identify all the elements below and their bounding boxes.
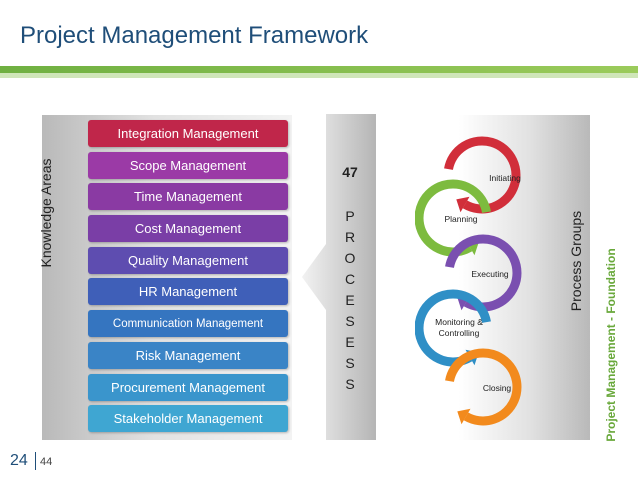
process-count: 47: [342, 164, 358, 180]
process-letter: E: [345, 334, 355, 350]
brand-text: Project Management - Foundation: [604, 248, 618, 442]
process-group-label: Closing: [483, 383, 512, 393]
header-bar: [0, 66, 638, 73]
knowledge-area-item: Scope Management: [88, 151, 288, 179]
knowledge-area-item: Stakeholder Management: [88, 405, 288, 433]
process-group-label: Executing: [471, 269, 509, 279]
knowledge-area-item: Integration Management: [88, 120, 288, 147]
process-letter: S: [345, 313, 355, 329]
process-letter: S: [345, 355, 355, 371]
header-bar-light: [0, 73, 638, 78]
process-letter: P: [345, 208, 355, 224]
processes-chevron: [302, 114, 376, 440]
footer-divider: [35, 452, 36, 470]
slide-title: Project Management Framework: [20, 22, 369, 49]
process-group-label: Planning: [444, 214, 477, 224]
knowledge-area-item: Cost Management: [88, 215, 288, 243]
process-group-label: Controlling: [439, 328, 480, 338]
process-letter: E: [345, 292, 355, 308]
page-number: 24: [10, 452, 28, 469]
process-group-arrowhead: [457, 408, 471, 425]
process-groups-label: Process Groups: [568, 210, 584, 312]
knowledge-area-item: Procurement Management: [88, 373, 288, 401]
knowledge-area-item: HR Management: [88, 278, 288, 306]
process-group-arrow: [445, 348, 522, 426]
process-letter: S: [345, 376, 355, 392]
process-group-arrow: [415, 179, 491, 257]
page-total: 44: [40, 456, 53, 468]
knowledge-area-item: Time Management: [88, 183, 288, 211]
process-group-arrowhead: [456, 196, 470, 213]
knowledge-areas-label: Knowledge Areas: [38, 158, 54, 268]
process-groups-panel: [415, 115, 590, 440]
process-group-label: Initiating: [489, 173, 521, 183]
process-group-arrow: [445, 234, 522, 312]
knowledge-area-item: Communication Management: [88, 310, 288, 338]
knowledge-area-item: Risk Management: [88, 341, 288, 369]
process-letter: O: [344, 250, 356, 266]
knowledge-area-item: Quality Management: [88, 246, 288, 274]
process-letter: R: [344, 229, 356, 245]
process-group-label: Monitoring &: [435, 317, 483, 327]
process-letter: C: [344, 271, 356, 287]
process-group-arrow: [415, 289, 491, 367]
